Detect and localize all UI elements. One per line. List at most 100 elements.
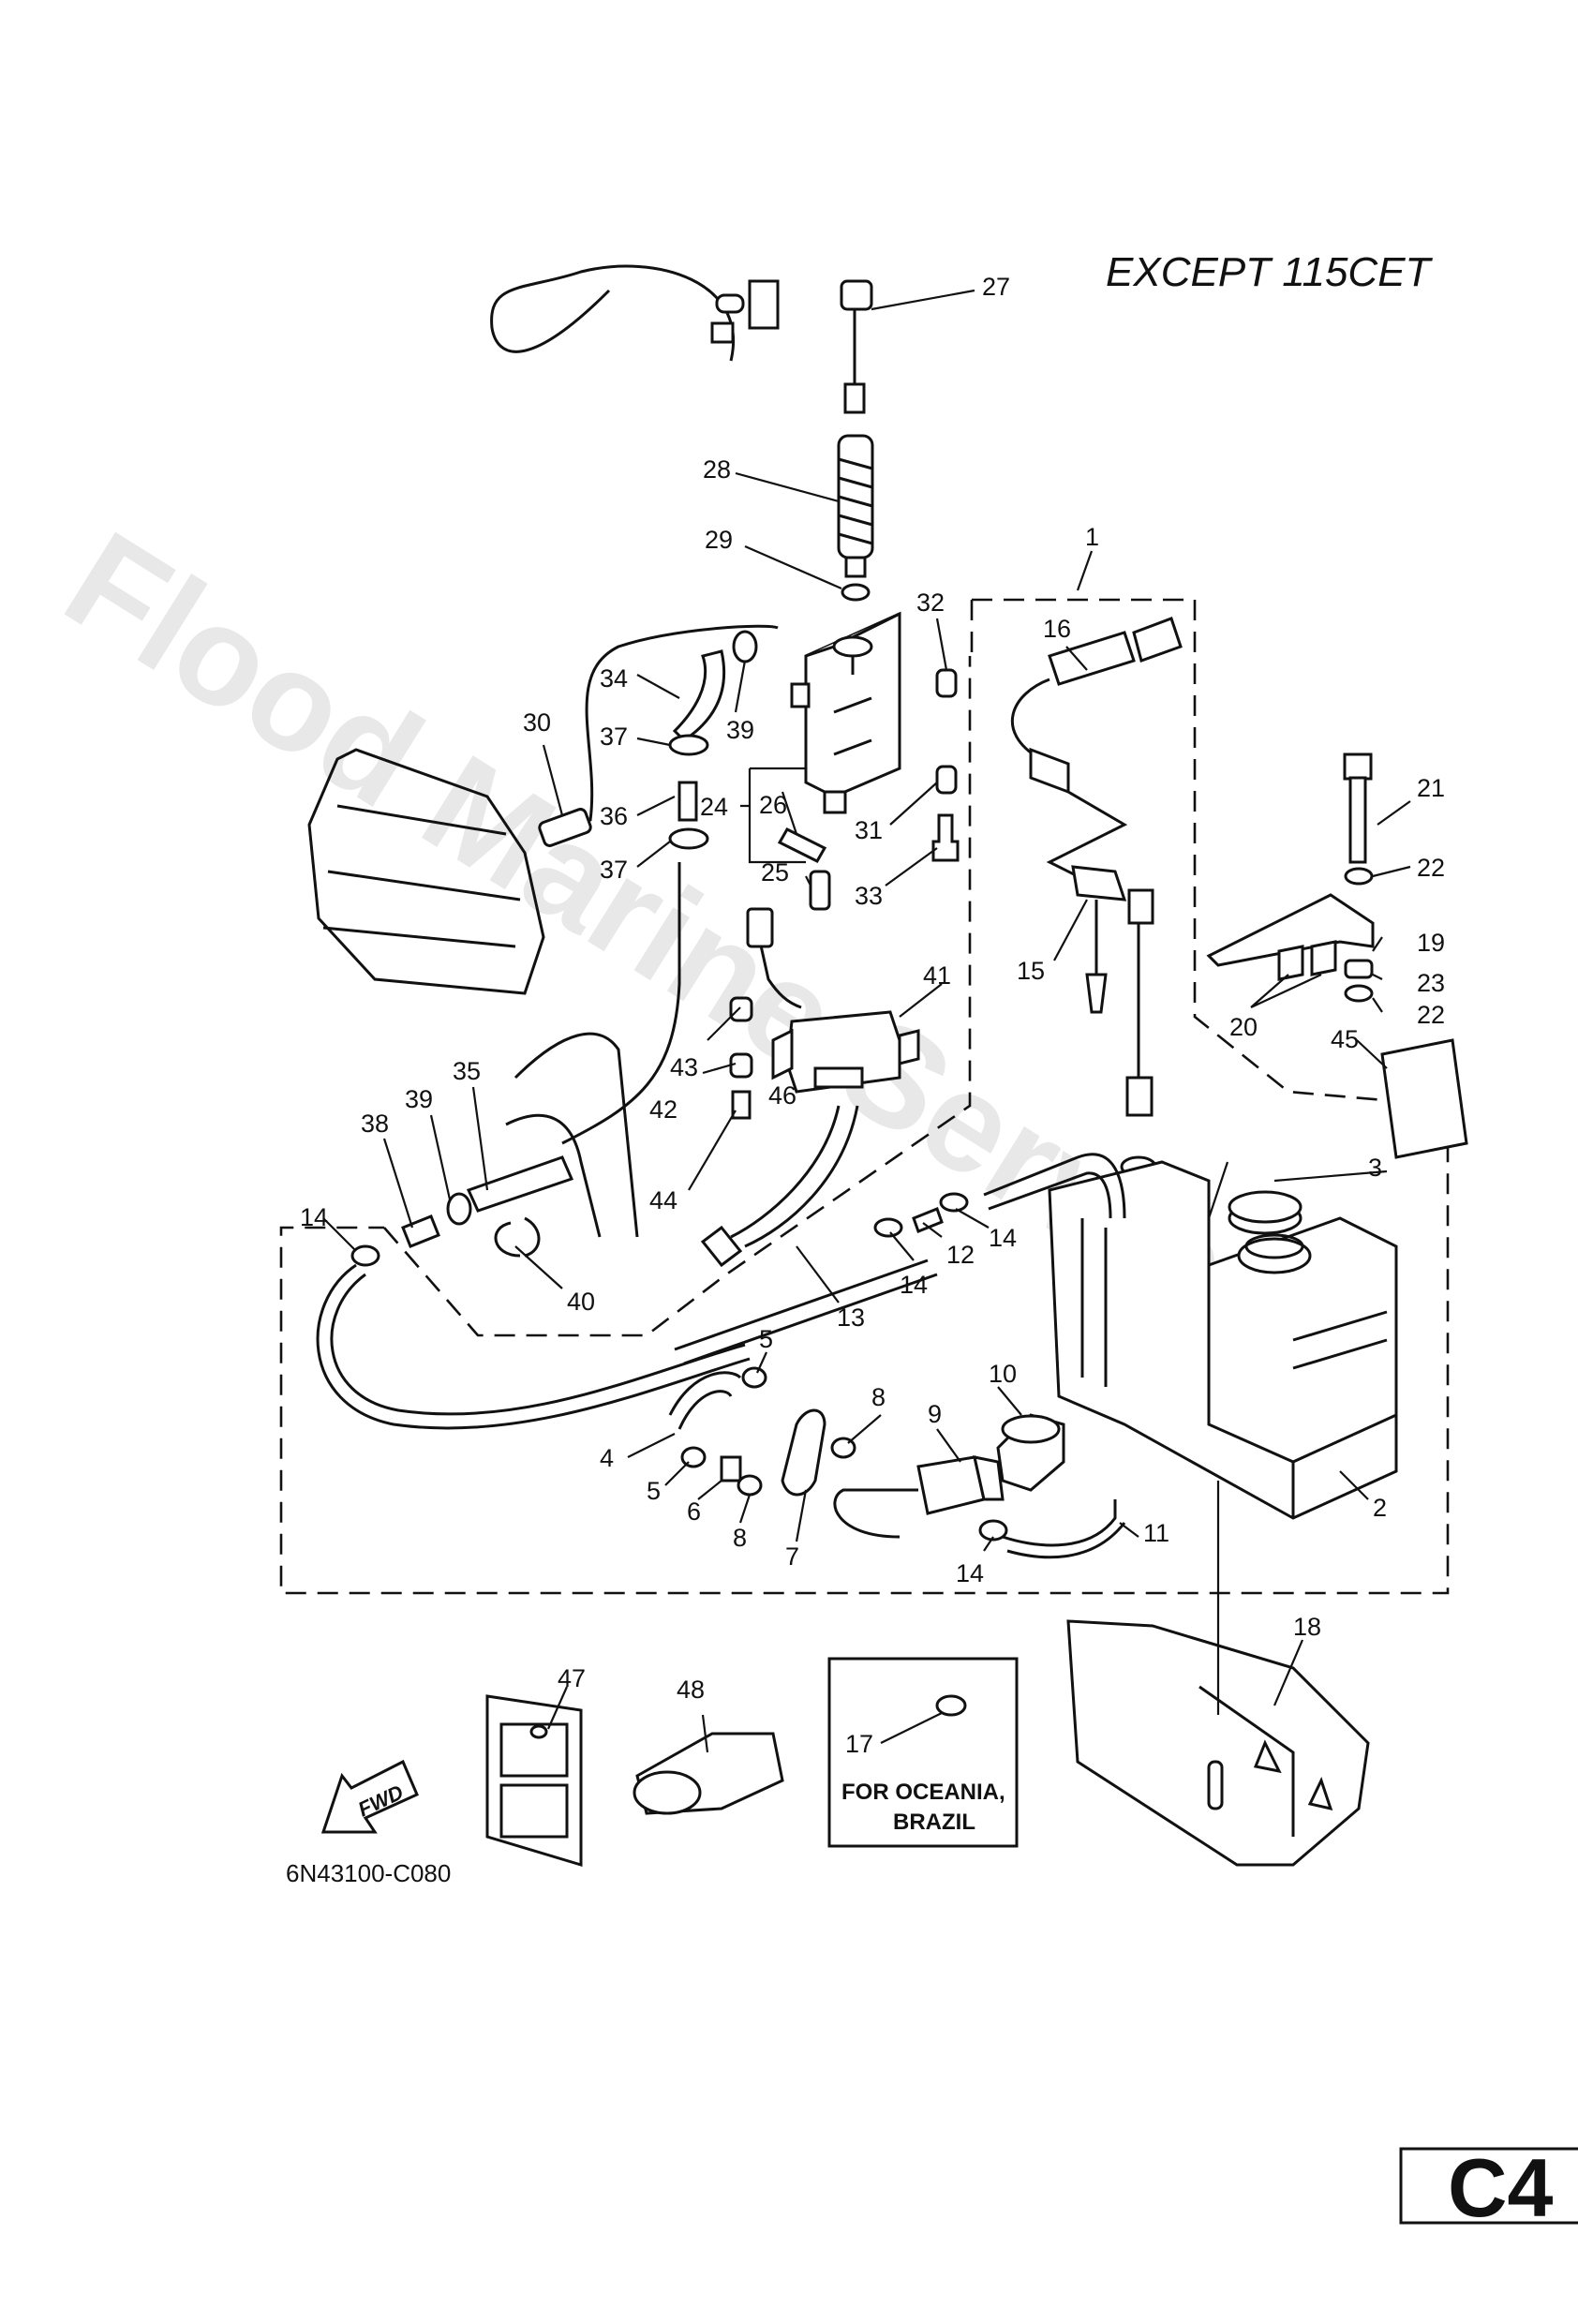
callout-44: 44 [649, 1186, 677, 1214]
part-9-fuel-pump [833, 1455, 1005, 1539]
part-35-hose [466, 1155, 574, 1213]
callout-22b: 22 [1417, 1001, 1445, 1029]
callout-14c: 14 [900, 1271, 928, 1299]
diagram-title: EXCEPT 115CET [1106, 249, 1434, 295]
part-14-clip-b [873, 1217, 903, 1238]
part-18-tank-bracket [1066, 1619, 1370, 1867]
part-20-pad-a [1277, 945, 1304, 981]
callout-45: 45 [1331, 1025, 1359, 1053]
callout-7: 7 [785, 1542, 799, 1571]
part-22-washer-upper [1344, 867, 1374, 886]
figure-code: 6N43100-C080 [286, 1859, 451, 1887]
callout-6: 6 [687, 1497, 701, 1526]
callout-40: 40 [567, 1288, 595, 1316]
callout-19: 19 [1417, 929, 1445, 957]
part-11-hose [1002, 1499, 1126, 1559]
part-44-bolt [731, 1090, 752, 1120]
callout-39b: 39 [405, 1085, 433, 1113]
callout-18: 18 [1293, 1613, 1321, 1641]
part-21-bolt [1343, 752, 1373, 864]
callout-14a: 14 [300, 1203, 328, 1231]
part-25-pipe [809, 870, 831, 911]
callout-30: 30 [523, 708, 551, 737]
part-24-vapor-separator [790, 611, 901, 814]
part-12-joint [912, 1207, 944, 1233]
part-long-hose [316, 1263, 751, 1430]
page-code: C4 [1448, 2141, 1554, 2234]
part-23-nut [1344, 959, 1374, 979]
callout-15: 15 [1017, 957, 1045, 985]
callout-20: 20 [1229, 1013, 1258, 1041]
callout-25: 25 [761, 858, 789, 886]
part-16-harness [1011, 617, 1183, 883]
note-line-1: FOR OCEANIA, [841, 1780, 1005, 1805]
callout-22: 22 [1417, 854, 1445, 882]
part-13-hose [674, 1259, 938, 1365]
part-31-grommet [935, 765, 958, 795]
callout-28: 28 [703, 455, 731, 484]
part-2-oil-tank [1048, 1160, 1398, 1520]
callout-46: 46 [768, 1081, 796, 1110]
part-29-washer [841, 583, 871, 602]
callout-37b: 37 [600, 856, 628, 884]
part-5-hose-top [668, 1371, 742, 1430]
callout-11: 11 [1143, 1519, 1169, 1547]
callout-27: 27 [982, 273, 1010, 301]
callout-39: 39 [726, 716, 754, 744]
part-45-caution-label [1380, 1038, 1468, 1159]
part-43-grommet [729, 996, 753, 1022]
part-8-clip-lower [737, 1474, 763, 1497]
callout-41: 41 [923, 961, 951, 990]
callout-29: 29 [705, 526, 733, 554]
note-line-2: BRAZIL [893, 1810, 975, 1835]
callout-12: 12 [946, 1241, 975, 1269]
fwd-arrow: FWD [320, 1759, 419, 1834]
part-36-joint [677, 781, 698, 822]
callout-8a: 8 [871, 1383, 886, 1411]
callout-14b: 14 [989, 1224, 1017, 1252]
callout-42: 42 [649, 1095, 677, 1124]
callout-47: 47 [558, 1664, 586, 1692]
part-7-hose [781, 1408, 826, 1497]
part-33-bolt [931, 813, 960, 862]
callout-32: 32 [916, 588, 945, 617]
callout-36: 36 [600, 802, 628, 830]
callout-14d: 14 [956, 1559, 984, 1587]
callout-31: 31 [855, 816, 883, 844]
part-hose-top [983, 1153, 1126, 1219]
callout-48: 48 [677, 1676, 705, 1704]
callout-43: 43 [670, 1053, 698, 1081]
part-19-tank-band [1206, 893, 1375, 967]
part-5-clip-top [741, 1366, 767, 1389]
callout-5b: 5 [647, 1477, 661, 1505]
page-code-box [1399, 2147, 1578, 2225]
callout-9: 9 [928, 1400, 942, 1428]
callout-33: 33 [855, 882, 883, 910]
callout-5a: 5 [759, 1325, 773, 1353]
part-14-clip-left [350, 1244, 380, 1267]
callout-38: 38 [361, 1110, 389, 1138]
part-42-grommet [729, 1052, 753, 1079]
callout-13: 13 [837, 1304, 865, 1332]
part-3-tank-cap [1228, 1190, 1303, 1235]
part-28-fuel-filter-element [837, 434, 874, 578]
part-48-cover [633, 1732, 784, 1815]
part-40-clamp [494, 1216, 541, 1258]
part-37-clip-upper [668, 734, 709, 756]
part-26-clip [777, 827, 827, 863]
part-30-hose-end [538, 808, 592, 847]
callout-34: 34 [600, 664, 628, 693]
part-38-joint [401, 1214, 440, 1248]
part-6-joint [720, 1455, 742, 1482]
group-24-boundary [383, 656, 972, 1337]
part-27-sender-harness [490, 264, 873, 414]
part-30-hose [547, 624, 779, 836]
part-14-clip-a [939, 1192, 969, 1213]
part-37-clip-lower [668, 827, 709, 850]
callout-26: 26 [759, 791, 787, 819]
note-box: 17 FOR OCEANIA, BRAZIL [827, 1657, 1019, 1848]
callout-21: 21 [1417, 774, 1445, 802]
part-35-hose-line [561, 862, 681, 1145]
engine-outline [307, 748, 639, 1238]
